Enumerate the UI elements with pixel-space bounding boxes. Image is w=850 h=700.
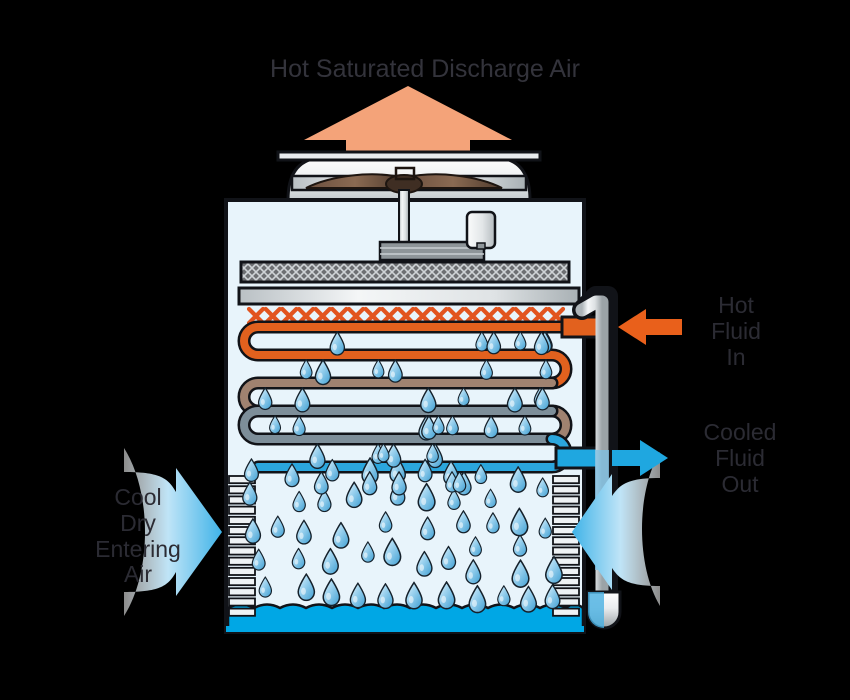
louver-slat	[552, 546, 580, 556]
louver-slat	[228, 546, 256, 556]
page-title: Hot Saturated Discharge Air	[270, 55, 580, 83]
louver-slat	[552, 607, 580, 617]
louver-slat	[228, 556, 256, 566]
spray-water-header	[237, 286, 581, 306]
cooled-fluid-out-label: Cooled Fluid Out	[703, 419, 777, 497]
louver-slat	[228, 587, 256, 597]
electric-motor	[465, 210, 497, 250]
circulating-water-pump	[586, 590, 622, 630]
louver-slat	[552, 515, 580, 525]
cool-dry-entering-air-label: Cool Dry Entering Air	[95, 484, 181, 588]
louver-slat	[552, 485, 580, 495]
hot-fluid-in-label: Hot Fluid In	[711, 292, 761, 370]
cooled-fluid-out-arrow	[612, 440, 668, 476]
fan-drive-shaft	[398, 189, 410, 243]
louver-slat	[228, 505, 256, 515]
louver-slat	[228, 577, 256, 587]
collection-basin	[226, 603, 585, 634]
air-inlet-louvers-right	[552, 475, 580, 617]
cool-air-inlet-arrow-right	[572, 452, 660, 606]
drift-eliminator	[239, 260, 571, 284]
cool-air-inlet-arrow-left	[124, 448, 222, 616]
louver-slat	[552, 495, 580, 505]
louver-slat	[228, 566, 256, 576]
louver-slat	[552, 475, 580, 485]
louver-slat	[552, 505, 580, 515]
louver-slat	[228, 597, 256, 607]
louver-slat	[228, 515, 256, 525]
louver-slat	[552, 536, 580, 546]
hot-fluid-in-arrow	[618, 309, 682, 345]
louver-slat	[228, 607, 256, 617]
